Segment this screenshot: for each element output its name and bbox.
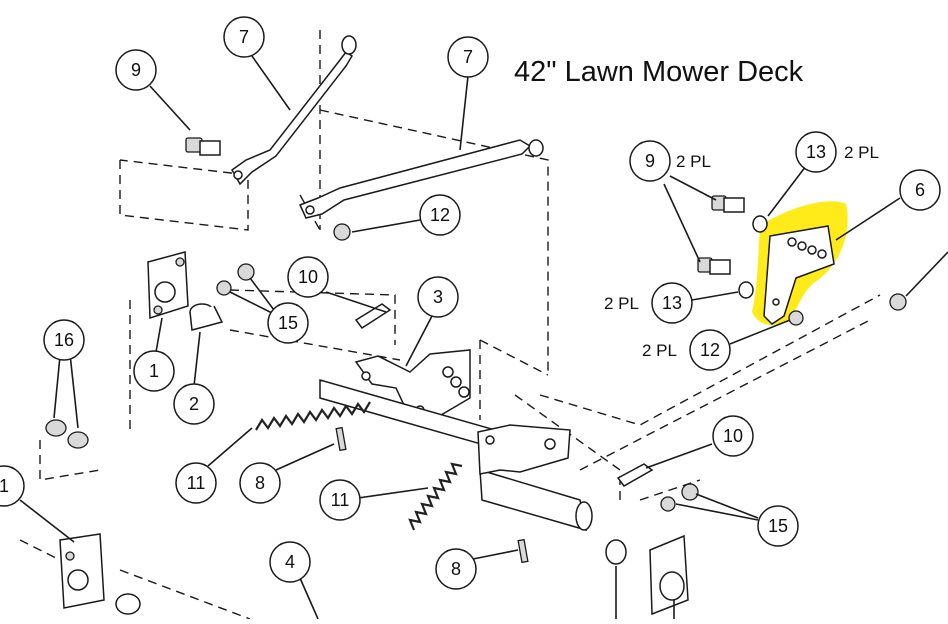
bracket-1-right [605,534,689,616]
callout-label: 1 [149,361,159,381]
callout-15-right: 15 [757,505,799,547]
callout-4: 4 [269,541,311,583]
callout-11-left: 11 [175,462,217,504]
callout-15-left: 15 [267,302,309,344]
nut-12-top [333,223,351,241]
callout-3: 3 [417,276,459,318]
nut-12-right [788,310,804,326]
pin-8-left [335,426,347,452]
callout-label: 15 [768,516,788,536]
callout-6: 6 [899,169,941,211]
clip-10-right [616,463,654,487]
callout-8-left: 8 [239,462,281,504]
callout-9-right: 9 [629,140,671,182]
callout-9-left: 9 [115,49,157,91]
rod-7-right [298,139,544,219]
callout-label: 12 [700,340,720,360]
washers-13-right [738,215,768,299]
callout-label: 13 [662,293,682,313]
callout-label: 8 [451,559,461,579]
note-13-top-qty: 2 PL [844,143,879,162]
assembly-dashed-lines [19,30,881,620]
callout-8-right: 8 [435,548,477,590]
callout-16: 16 [43,319,85,361]
rod-7-left [231,35,357,186]
nuts-15-left [216,263,255,296]
callout-12-top: 12 [419,194,461,236]
shaft [319,379,593,532]
diagram-title: 42" Lawn Mower Deck [514,56,804,88]
callout-13-top: 13 [795,131,837,173]
spring-11-right [408,462,463,531]
callout-label: 13 [806,142,826,162]
bracket-1-bottom-left [59,533,141,615]
note-12-qty: 2 PL [642,341,677,360]
leader-lines [19,55,948,620]
bolts-9-right [697,195,745,275]
callout-label: 7 [463,47,473,67]
bushing-2 [189,303,224,331]
callout-label: 11 [187,473,206,493]
callout-10-right: 10 [712,415,754,457]
callout-11-right: 11 [319,479,361,521]
callout-12-right: 12 [689,329,731,371]
callout-2: 2 [173,383,215,425]
callout-label: 10 [723,426,743,446]
callout-label: 10 [298,267,318,287]
callout-label: 1 [0,476,9,496]
note-13-bottom-qty: 2 PL [604,294,639,313]
callout-1-bottom-left: 1 [0,465,25,507]
callout-label: 11 [331,490,350,510]
bracket-3-right-arm [477,424,571,475]
callout-label: 15 [278,313,298,333]
callout-7-right: 7 [447,36,489,78]
callout-label: 8 [255,473,265,493]
callout-13-bottom: 13 [651,282,693,324]
callout-10-left: 10 [287,256,329,298]
callout-label: 16 [54,330,74,350]
callout-label: 12 [430,205,450,225]
callout-label: 6 [915,180,925,200]
bolt-9-left [185,137,221,156]
pin-8-right [517,538,529,564]
nut-edge-right [889,293,907,311]
spring-11-left [255,401,371,431]
callout-label: 3 [433,287,443,307]
note-9-qty: 2 PL [676,152,711,171]
callout-label: 9 [645,151,655,171]
nuts-16 [45,419,89,449]
callout-label: 2 [189,394,199,414]
callout-1-left: 1 [133,350,175,392]
callout-label: 7 [239,27,249,47]
callout-label: 4 [285,552,295,572]
bracket-1-left [147,251,189,320]
nuts-15-right [660,483,699,512]
callout-7-left: 7 [223,16,265,58]
callout-label: 9 [131,60,141,80]
plate-6 [763,225,835,325]
